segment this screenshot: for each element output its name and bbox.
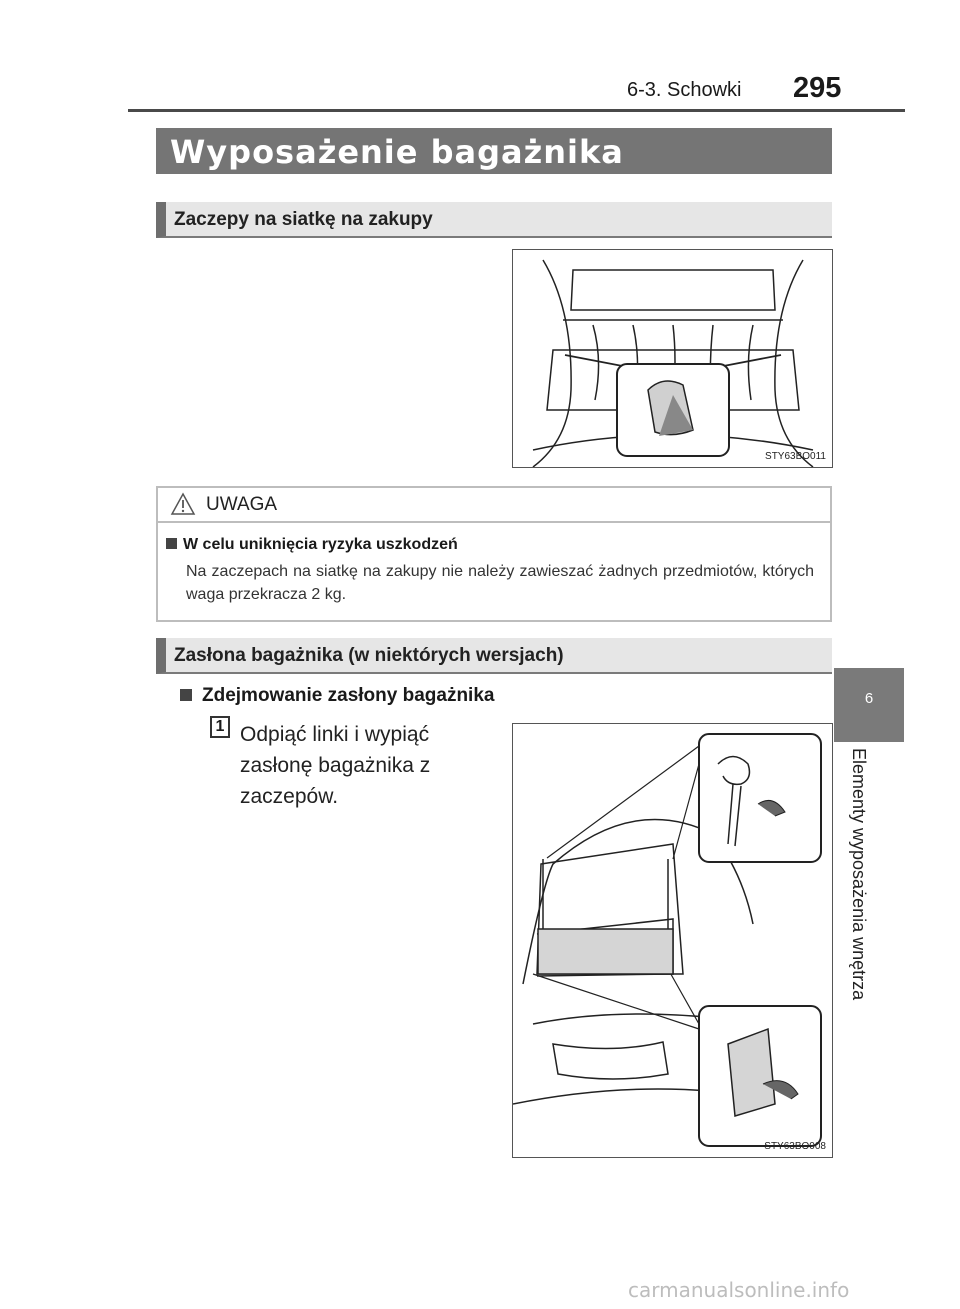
figure-code: STY63BO011 — [765, 451, 826, 462]
caution-header: UWAGA — [158, 488, 830, 523]
caution-text: Na zaczepach na siatkę na zakupy nie nal… — [186, 563, 814, 603]
header-divider — [128, 109, 905, 112]
section-heading-shopping-hooks: Zaczepy na siatkę na zakupy — [156, 202, 832, 238]
figure-shopping-hooks: STY63BO011 — [512, 249, 833, 468]
chapter-number: 6 — [864, 690, 874, 707]
section-heading-label: Zasłona bagażnika (w niektórych wersjach… — [174, 645, 564, 666]
figure-code: STY63BO008 — [764, 1141, 826, 1152]
caution-label: UWAGA — [206, 494, 278, 515]
section-heading-tonneau-cover: Zasłona bagażnika (w niektórych wersjach… — [156, 638, 832, 674]
page-title: Wyposażenie bagażnika — [170, 133, 624, 171]
page-number: 295 — [793, 72, 842, 104]
caution-subheading: W celu uniknięcia ryzyka uszkodzeń — [166, 536, 458, 554]
section-reference: 6-3. Schowki — [627, 79, 742, 101]
chapter-label: Elementy wyposażenia wnętrza — [849, 748, 869, 1001]
tonneau-cover-illustration — [513, 733, 822, 1147]
caution-subheading-text: W celu uniknięcia ryzyka uszkodzeń — [183, 536, 458, 553]
caution-box: UWAGA W celu uniknięcia ryzyka uszkodzeń… — [156, 486, 832, 622]
page-title-banner: Wyposażenie bagażnika — [156, 128, 832, 174]
section-heading-label: Zaczepy na siatkę na zakupy — [174, 209, 433, 230]
figure-tonneau-cover: STY63BO008 — [512, 723, 833, 1158]
step-number: 1 — [210, 716, 230, 738]
square-bullet-icon — [180, 689, 192, 701]
chapter-tab: 6 — [834, 668, 904, 742]
trunk-hooks-illustration — [532, 259, 814, 467]
bullet-heading-text: Zdejmowanie zasłony bagażnika — [202, 685, 495, 706]
watermark: carmanualsonline.info — [628, 1278, 850, 1302]
warning-triangle-icon — [170, 492, 196, 515]
step-text: Odpiąć linki i wypiąć zasłonę bagażnika … — [240, 723, 431, 808]
square-bullet-icon — [166, 538, 177, 549]
bullet-heading: Zdejmowanie zasłony bagażnika — [180, 685, 494, 707]
